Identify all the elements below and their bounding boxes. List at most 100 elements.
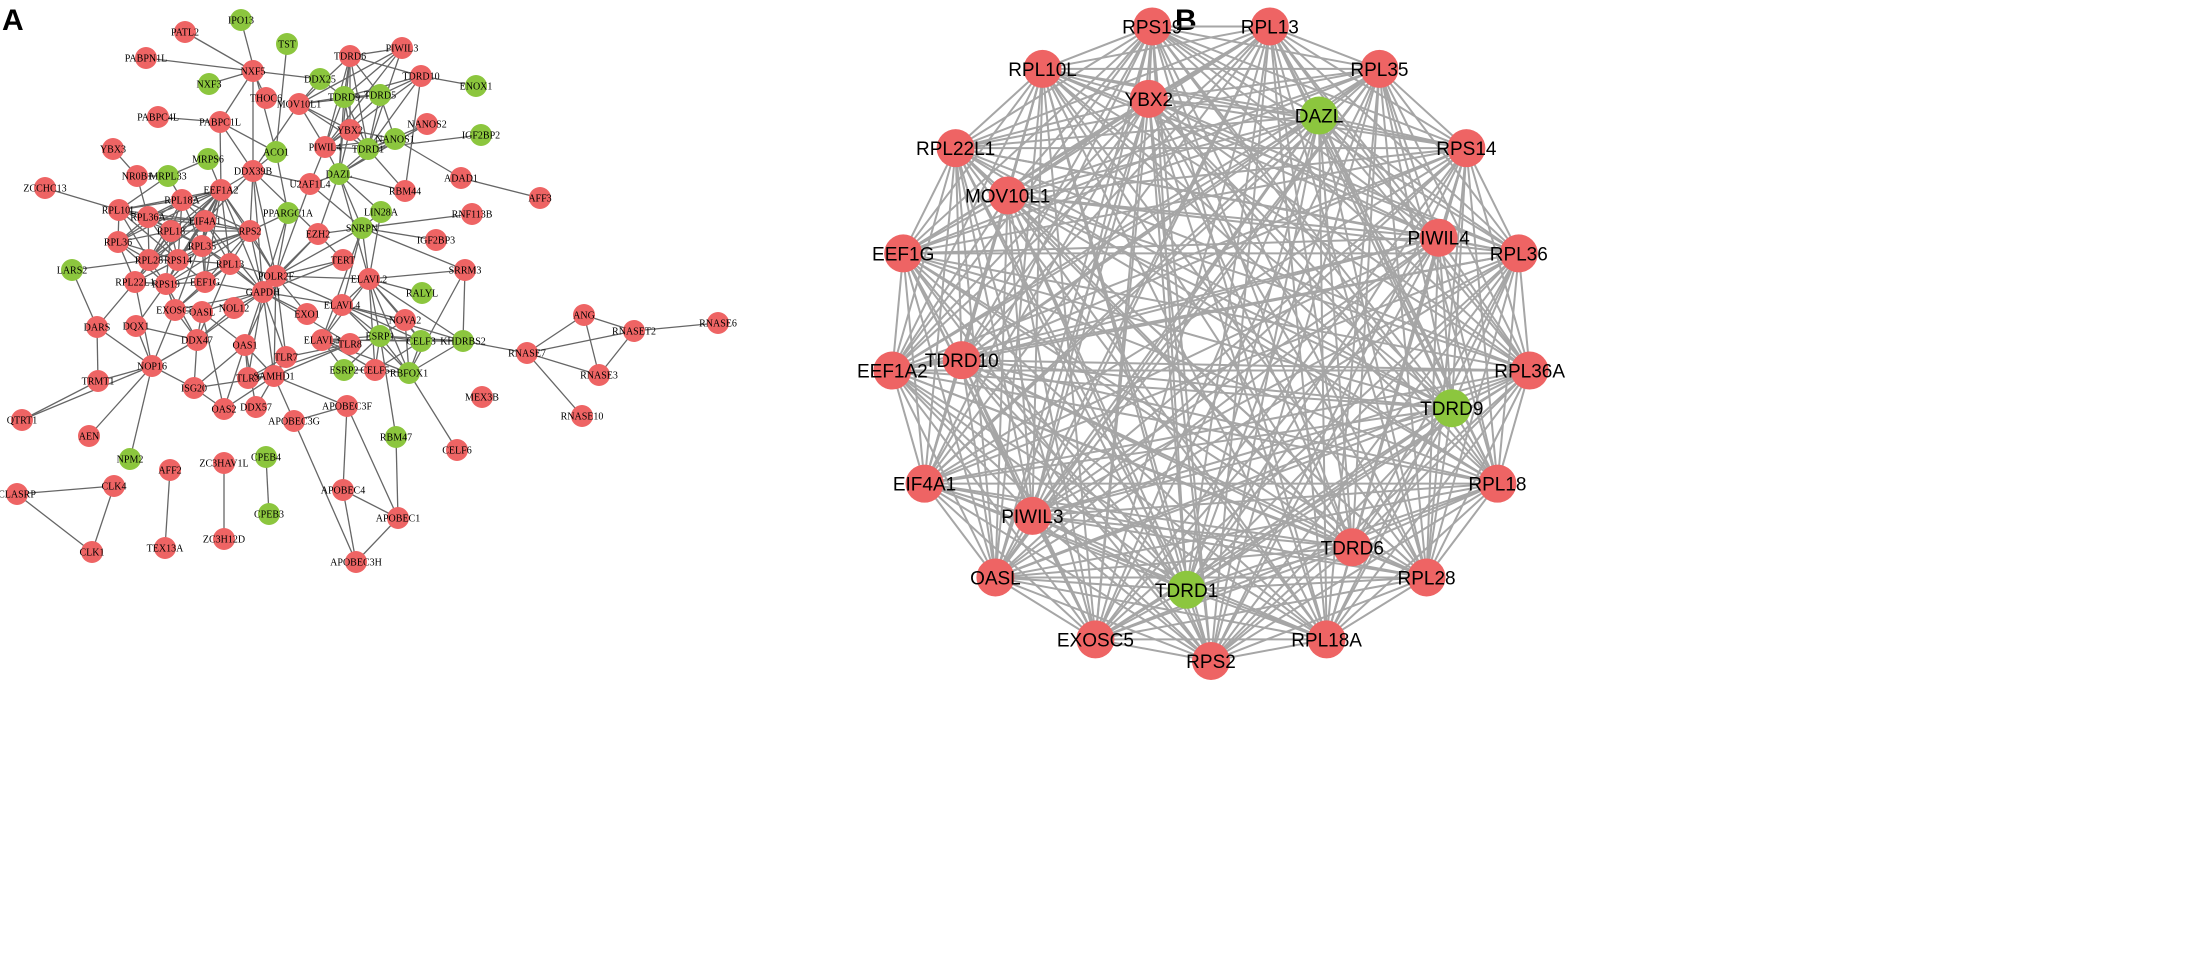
a-node-rnase3[interactable]: RNASE3 <box>580 364 618 386</box>
b-node-rpl22l1[interactable]: RPL22L1 <box>916 129 995 168</box>
a-node-isg20[interactable]: ISG20 <box>181 377 207 399</box>
a-node-ppargc1a[interactable]: PPARGC1A <box>263 202 314 224</box>
a-node-cpeb4[interactable]: CPEB4 <box>251 446 281 468</box>
a-node-rnase6[interactable]: RNASE6 <box>699 312 737 334</box>
a-node-aen[interactable]: AEN <box>78 425 100 447</box>
b-node-tdrd9[interactable]: TDRD9 <box>1420 389 1483 428</box>
a-node-dqx1[interactable]: DQX1 <box>123 315 150 337</box>
a-node-rpl18[interactable]: RPL18 <box>157 220 185 242</box>
a-node-ybx2[interactable]: YBX2 <box>337 119 363 141</box>
b-node-piwil4[interactable]: PIWIL4 <box>1408 218 1471 257</box>
a-node-nxf3[interactable]: NXF3 <box>196 73 222 95</box>
a-node-tdrd1[interactable]: TDRD1 <box>352 138 384 160</box>
b-node-rps14[interactable]: RPS14 <box>1436 129 1497 168</box>
a-node-nanos1[interactable]: NANOS1 <box>375 128 415 150</box>
a-node-mov10l1[interactable]: MOV10L1 <box>277 93 321 115</box>
a-node-dars[interactable]: DARS <box>84 316 111 338</box>
a-node-qtrt1[interactable]: QTRT1 <box>7 409 38 431</box>
a-node-clk4[interactable]: CLK4 <box>102 475 127 497</box>
a-node-ddx25[interactable]: DDX25 <box>304 68 336 90</box>
a-node-celf3[interactable]: CELF3 <box>406 330 436 352</box>
b-node-rpl10l[interactable]: RPL10L <box>1008 49 1077 88</box>
a-node-u2af1l4[interactable]: U2AF1L4 <box>289 173 331 195</box>
a-node-rpl36[interactable]: RPL36 <box>104 231 132 253</box>
a-node-esrp2[interactable]: ESRP2 <box>330 359 359 381</box>
a-node-piwil4[interactable]: PIWIL4 <box>309 136 342 158</box>
a-node-tdrd9[interactable]: TDRD9 <box>328 86 360 108</box>
a-node-oas1[interactable]: OAS1 <box>232 334 258 356</box>
a-node-rpl10l[interactable]: RPL10L <box>102 199 136 221</box>
a-node-tex13a[interactable]: TEX13A <box>147 537 184 559</box>
a-node-khdrbs2[interactable]: KHDRBS2 <box>440 330 486 352</box>
a-node-igf2bp3[interactable]: IGF2BP3 <box>417 229 455 251</box>
a-node-celf5[interactable]: CELF5 <box>360 359 390 381</box>
a-node-ddx47[interactable]: DDX47 <box>181 329 213 351</box>
b-node-rpl18a[interactable]: RPL18A <box>1291 620 1362 659</box>
a-node-zc3h12d[interactable]: ZC3H12D <box>203 528 245 550</box>
a-node-ezh2[interactable]: EZH2 <box>306 223 330 245</box>
a-node-nova2[interactable]: NOVA2 <box>389 309 422 331</box>
a-node-tert[interactable]: TERT <box>331 249 355 271</box>
a-node-oasl[interactable]: OASL <box>189 301 215 323</box>
a-node-mex3b[interactable]: MEX3B <box>465 386 499 408</box>
a-node-rpl18a[interactable]: RPL18A <box>164 189 201 211</box>
a-node-patl2[interactable]: PATL2 <box>171 21 199 43</box>
a-node-rbm47[interactable]: RBM47 <box>380 426 412 448</box>
a-node-polr2f[interactable]: POLR2F <box>258 265 295 287</box>
a-node-eif4a1[interactable]: EIF4A1 <box>189 210 221 232</box>
b-node-rpl13[interactable]: RPL13 <box>1241 7 1299 46</box>
a-node-pabpc4l[interactable]: PABPC4L <box>137 106 179 128</box>
a-node-elavl2[interactable]: ELAVL2 <box>351 268 387 290</box>
a-node-ralyl[interactable]: RALYL <box>406 282 438 304</box>
a-node-rnf113b[interactable]: RNF113B <box>452 203 493 225</box>
b-node-tdrd1[interactable]: TDRD1 <box>1155 570 1218 609</box>
a-node-nol12[interactable]: NOL12 <box>219 297 250 319</box>
a-node-samhd1[interactable]: SAMHD1 <box>253 365 295 387</box>
a-node-tdrd5[interactable]: TDRD5 <box>364 84 396 106</box>
b-node-piwil3[interactable]: PIWIL3 <box>1001 496 1064 535</box>
b-node-eef1a2[interactable]: EEF1A2 <box>857 351 928 390</box>
b-node-rpl28[interactable]: RPL28 <box>1398 558 1456 597</box>
a-node-rnaset2[interactable]: RNASET2 <box>612 320 656 342</box>
a-node-tdrd6[interactable]: TDRD6 <box>334 45 366 67</box>
a-node-apobec3g[interactable]: APOBEC3G <box>268 410 320 432</box>
a-node-esrp1[interactable]: ESRP1 <box>366 325 395 347</box>
a-node-tlr3[interactable]: TLR3 <box>236 367 260 389</box>
a-node-eef1g[interactable]: EEF1G <box>190 271 220 293</box>
a-node-rnase10[interactable]: RNASE10 <box>561 405 604 427</box>
a-node-zcchc13[interactable]: ZCCHC13 <box>23 177 67 199</box>
b-node-tdrd10[interactable]: TDRD10 <box>925 341 999 380</box>
a-node-lars2[interactable]: LARS2 <box>57 259 88 281</box>
a-node-pabpn1l[interactable]: PABPN1L <box>125 47 167 69</box>
a-node-rpl36a[interactable]: RPL36A <box>130 206 167 228</box>
a-node-elavl4[interactable]: ELAVL4 <box>324 294 360 316</box>
a-node-pabpc1l[interactable]: PABPC1L <box>199 111 241 133</box>
a-node-nop16[interactable]: NOP16 <box>137 355 167 377</box>
a-node-rpl28[interactable]: RPL28 <box>135 249 163 271</box>
a-node-gapdh[interactable]: GAPDH <box>246 281 280 303</box>
a-node-apobec3f[interactable]: APOBEC3F <box>322 395 372 417</box>
a-node-ang[interactable]: ANG <box>573 304 595 326</box>
a-node-dazl[interactable]: DAZL <box>326 163 353 185</box>
b-node-eif4a1[interactable]: EIF4A1 <box>893 464 956 503</box>
b-node-eef1g[interactable]: EEF1G <box>872 234 934 273</box>
a-node-tst[interactable]: TST <box>276 33 298 55</box>
b-node-rps19[interactable]: RPS19 <box>1122 7 1182 46</box>
b-node-mov10l1[interactable]: MOV10L1 <box>965 176 1051 215</box>
b-node-ybx2[interactable]: YBX2 <box>1125 79 1174 118</box>
a-node-nr0b1[interactable]: NR0B1 <box>122 165 153 187</box>
a-node-ipo13[interactable]: IPO13 <box>228 9 254 31</box>
a-node-exo1[interactable]: EXO1 <box>294 303 320 325</box>
a-node-apobec1[interactable]: APOBEC1 <box>376 507 420 529</box>
a-node-aff3[interactable]: AFF3 <box>528 187 552 209</box>
b-node-rpl36a[interactable]: RPL36A <box>1494 351 1565 390</box>
a-node-elavl3[interactable]: ELAVL3 <box>304 329 340 351</box>
a-node-zc3hav1l[interactable]: ZC3HAV1L <box>199 452 249 474</box>
a-node-tlr8[interactable]: TLR8 <box>338 333 362 355</box>
a-node-snrpn[interactable]: SNRPN <box>346 217 378 239</box>
a-node-aco1[interactable]: ACO1 <box>263 141 289 163</box>
a-node-adad1[interactable]: ADAD1 <box>444 167 478 189</box>
a-node-trmt1[interactable]: TRMT1 <box>82 370 115 392</box>
b-node-tdrd6[interactable]: TDRD6 <box>1321 528 1384 567</box>
a-node-enox1[interactable]: ENOX1 <box>460 75 493 97</box>
